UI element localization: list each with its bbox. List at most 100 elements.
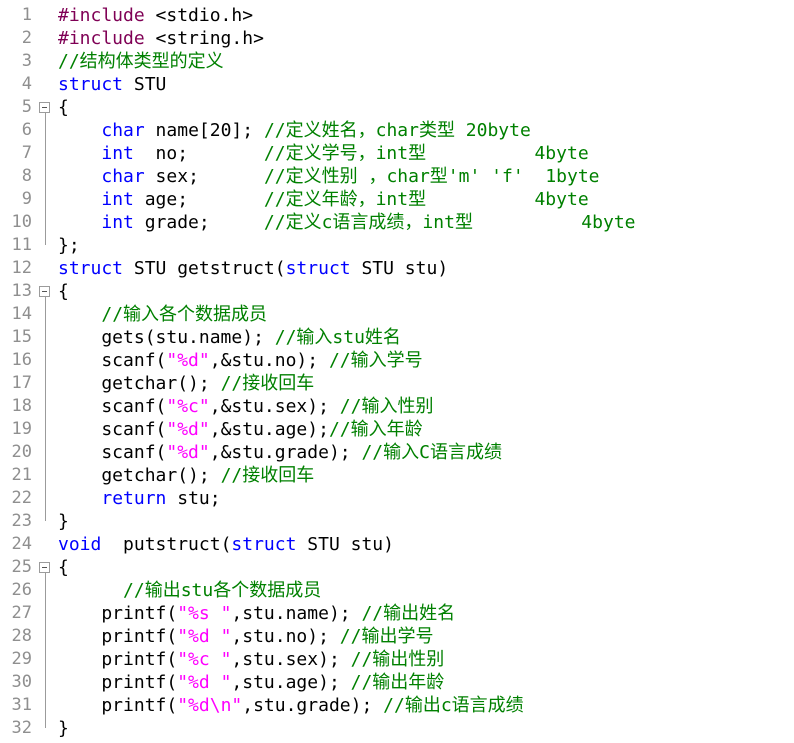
code-token: struct bbox=[58, 258, 124, 279]
code-token: //定义c语言成绩，int型 4byte bbox=[263, 212, 636, 233]
code-token: "%d\n" bbox=[177, 695, 243, 716]
code-token: struct bbox=[285, 258, 351, 279]
code-token: STU stu) bbox=[296, 534, 394, 555]
code-line[interactable]: printf("%d\n",stu.grade); //输出c语言成绩 bbox=[58, 694, 524, 717]
code-token: //输出年龄 bbox=[350, 672, 445, 693]
code-area[interactable]: #include <stdio.h>#include <string.h>//结… bbox=[58, 0, 794, 743]
code-token: struct bbox=[58, 74, 124, 95]
code-token: //定义学号，int型 4byte bbox=[263, 143, 589, 164]
code-line[interactable]: //输出stu各个数据成员 bbox=[58, 579, 321, 602]
code-token: struct bbox=[231, 534, 297, 555]
code-line[interactable]: getchar(); //接收回车 bbox=[58, 464, 314, 487]
line-number: 1 bbox=[21, 5, 32, 25]
code-token: age; bbox=[133, 189, 264, 210]
line-number: 4 bbox=[21, 74, 32, 94]
code-token: } bbox=[58, 511, 69, 532]
code-token: scanf( bbox=[58, 442, 167, 463]
code-token: ,stu.sex); bbox=[231, 649, 351, 670]
code-line[interactable]: getchar(); //接收回车 bbox=[58, 372, 314, 395]
code-line[interactable]: struct STU bbox=[58, 73, 166, 96]
code-line[interactable]: } bbox=[58, 717, 69, 740]
code-line[interactable]: return stu; bbox=[58, 487, 220, 510]
line-number: 10 bbox=[11, 212, 32, 232]
code-token bbox=[58, 166, 101, 187]
code-line[interactable]: int age; //定义年龄，int型 4byte bbox=[58, 188, 588, 211]
code-token: return bbox=[101, 488, 167, 509]
code-line[interactable]: } bbox=[58, 510, 69, 533]
line-number: 29 bbox=[11, 649, 32, 669]
code-token: } bbox=[58, 718, 69, 739]
code-token: int bbox=[101, 143, 134, 164]
code-token: int bbox=[101, 189, 134, 210]
code-token: <stdio.h> bbox=[144, 5, 254, 26]
code-line[interactable]: #include <stdio.h> bbox=[58, 4, 253, 27]
code-line[interactable]: printf("%d ",stu.no); //输出学号 bbox=[58, 625, 433, 648]
code-token: printf( bbox=[58, 695, 178, 716]
fold-guide-line bbox=[45, 297, 46, 521]
code-line[interactable]: //结构体类型的定义 bbox=[58, 50, 224, 73]
code-token bbox=[58, 212, 101, 233]
code-line[interactable]: { bbox=[58, 556, 69, 579]
code-line[interactable]: char sex; //定义性别 ，char型'm' 'f' 1byte bbox=[58, 165, 599, 188]
code-token: ,stu.name); bbox=[231, 603, 362, 624]
code-line[interactable]: scanf("%d",&stu.age);//输入年龄 bbox=[58, 418, 422, 441]
fold-toggle-icon[interactable] bbox=[39, 562, 50, 573]
code-line[interactable]: scanf("%d",&stu.grade); //输入C语言成绩 bbox=[58, 441, 502, 464]
fold-toggle-icon[interactable] bbox=[39, 286, 50, 297]
code-token: ,&stu.no); bbox=[209, 350, 329, 371]
code-token: printf( bbox=[58, 626, 178, 647]
code-line[interactable]: printf("%s ",stu.name); //输出姓名 bbox=[58, 602, 455, 625]
line-number: 28 bbox=[11, 626, 32, 646]
code-token: "%d" bbox=[166, 419, 210, 440]
code-token: }; bbox=[58, 235, 80, 256]
line-number: 26 bbox=[11, 580, 32, 600]
code-line[interactable]: gets(stu.name); //输入stu姓名 bbox=[58, 326, 401, 349]
code-line[interactable]: int grade; //定义c语言成绩，int型 4byte bbox=[58, 211, 636, 234]
code-token: STU getstruct( bbox=[123, 258, 286, 279]
code-token: "%c " bbox=[177, 649, 232, 670]
code-token: int bbox=[101, 212, 134, 233]
code-token: #include bbox=[58, 5, 145, 26]
code-line[interactable]: { bbox=[58, 96, 69, 119]
code-token: <string.h> bbox=[144, 28, 264, 49]
code-line[interactable]: printf("%d ",stu.age); //输出年龄 bbox=[58, 671, 444, 694]
code-line[interactable]: }; bbox=[58, 234, 80, 257]
code-token: void bbox=[58, 534, 102, 555]
code-token bbox=[58, 488, 101, 509]
code-token bbox=[58, 580, 123, 601]
fold-guide-line bbox=[45, 573, 46, 728]
code-token: printf( bbox=[58, 603, 178, 624]
code-token: getchar(); bbox=[58, 465, 221, 486]
code-token: printf( bbox=[58, 672, 178, 693]
line-number: 30 bbox=[11, 672, 32, 692]
code-line[interactable]: printf("%c ",stu.sex); //输出性别 bbox=[58, 648, 444, 671]
code-token: //输入C语言成绩 bbox=[361, 442, 502, 463]
fold-toggle-icon[interactable] bbox=[39, 102, 50, 113]
code-token: //输出c语言成绩 bbox=[383, 695, 524, 716]
code-token: no; bbox=[133, 143, 264, 164]
code-line[interactable]: { bbox=[58, 280, 69, 303]
code-token: STU bbox=[123, 74, 167, 95]
code-line[interactable]: void putstruct(struct STU stu) bbox=[58, 533, 394, 556]
line-number: 9 bbox=[21, 189, 32, 209]
line-number: 21 bbox=[11, 465, 32, 485]
code-token: //输出学号 bbox=[339, 626, 434, 647]
code-line[interactable]: int no; //定义学号，int型 4byte bbox=[58, 142, 589, 165]
code-token: //输出姓名 bbox=[361, 603, 456, 624]
code-line[interactable]: struct STU getstruct(struct STU stu) bbox=[58, 257, 448, 280]
line-number: 27 bbox=[11, 603, 32, 623]
line-number: 14 bbox=[11, 304, 32, 324]
code-token: scanf( bbox=[58, 419, 167, 440]
code-token bbox=[58, 120, 101, 141]
code-line[interactable]: scanf("%d",&stu.no); //输入学号 bbox=[58, 349, 422, 372]
fold-guide-line bbox=[45, 113, 46, 245]
code-token: { bbox=[58, 557, 69, 578]
code-token: //定义姓名，char类型 20byte bbox=[263, 120, 531, 141]
line-number: 25 bbox=[11, 557, 32, 577]
code-line[interactable]: scanf("%c",&stu.sex); //输入性别 bbox=[58, 395, 433, 418]
code-line[interactable]: char name[20]; //定义姓名，char类型 20byte bbox=[58, 119, 531, 142]
code-line[interactable]: #include <string.h> bbox=[58, 27, 264, 50]
code-token: //输入各个数据成员 bbox=[101, 304, 268, 325]
code-line[interactable]: //输入各个数据成员 bbox=[58, 303, 267, 326]
